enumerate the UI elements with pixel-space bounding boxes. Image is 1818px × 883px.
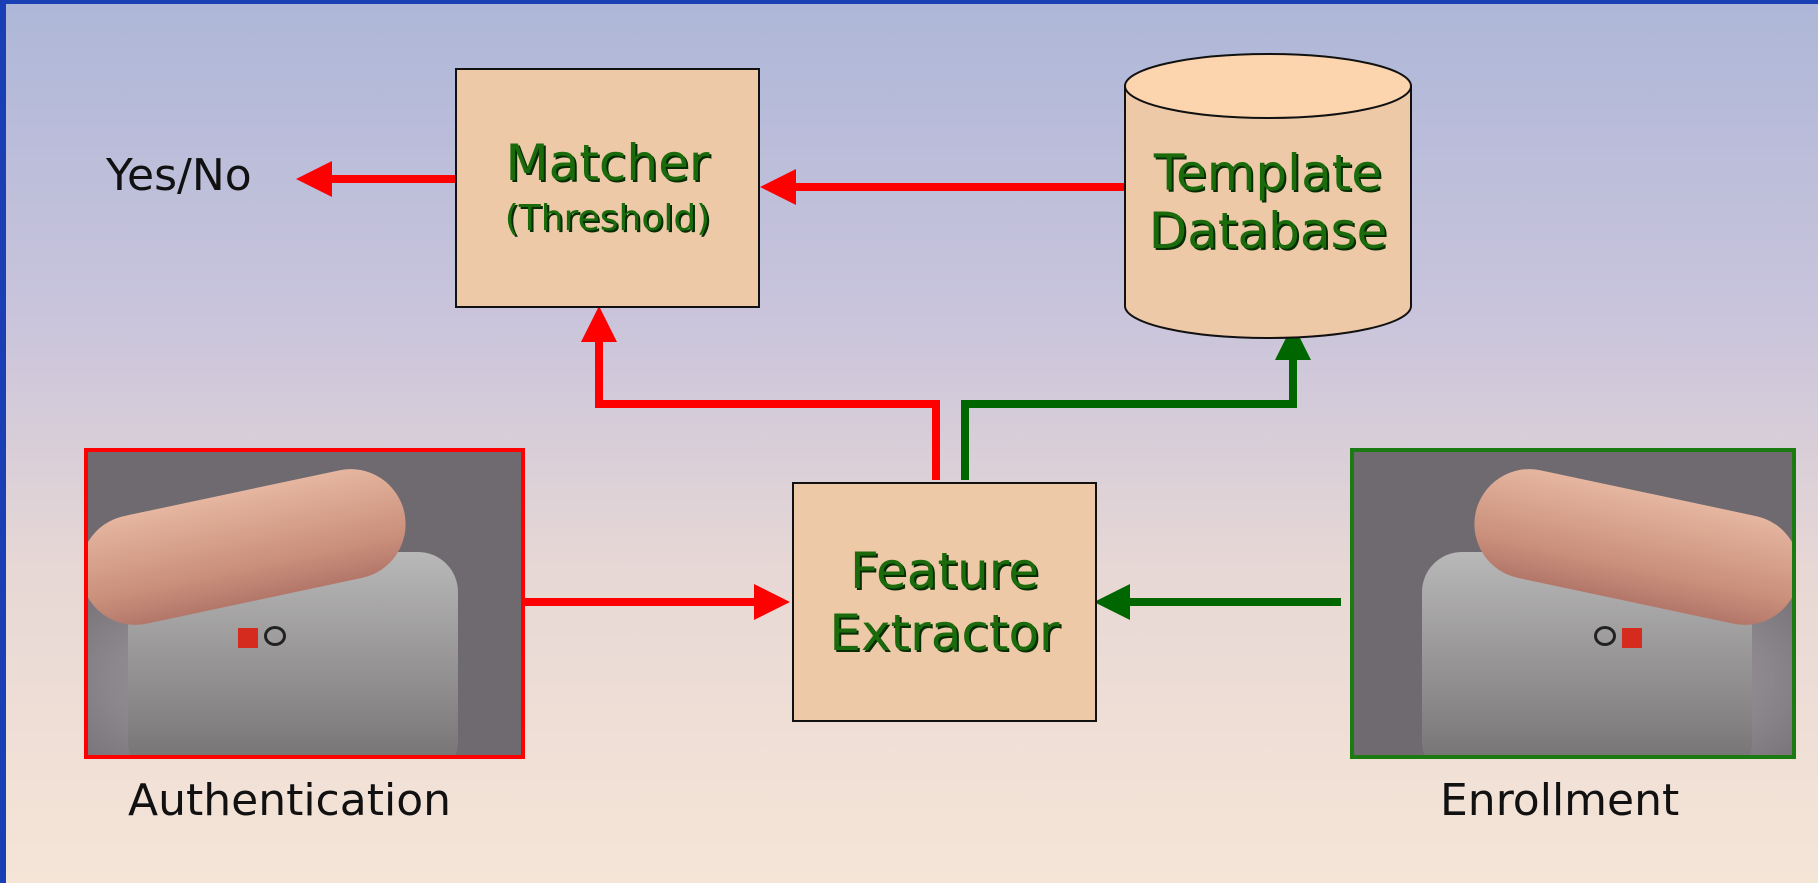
arrow-extractor-to-matcher [581,306,940,480]
diagram-canvas: Yes/No Matcher (Threshold) Template Data… [6,4,1818,883]
matcher-box: Matcher (Threshold) [455,68,760,308]
extractor-line-1: Feature [850,542,1039,600]
scanner-ring [1594,626,1616,646]
authentication-label: Authentication [128,775,451,826]
enrollment-label: Enrollment [1440,775,1680,826]
output-label: Yes/No [106,150,252,201]
scanner-led [238,628,258,648]
matcher-subtitle: (Threshold) [504,198,711,239]
connector-layer [296,53,1412,620]
scanner-led [1622,628,1642,648]
scanner-ring [264,626,286,646]
template-database-cylinder [1124,53,1412,339]
enrollment-fingerprint-photo [1350,448,1796,759]
authentication-fingerprint-photo [84,448,525,759]
arrow-authentication-to-extractor [524,584,790,620]
template-database-label: Template Database [1125,144,1411,260]
matcher-title: Matcher [505,134,710,192]
arrow-database-to-matcher [760,169,1125,205]
arrow-enrollment-to-extractor [1094,584,1341,620]
arrow-matcher-to-output [296,161,455,197]
arrow-extractor-to-database [961,324,1311,480]
extractor-line-2: Extractor [829,604,1060,662]
feature-extractor-box: Feature Extractor [792,482,1097,722]
database-line-1: Template [1153,144,1383,202]
database-line-2: Database [1148,202,1388,260]
